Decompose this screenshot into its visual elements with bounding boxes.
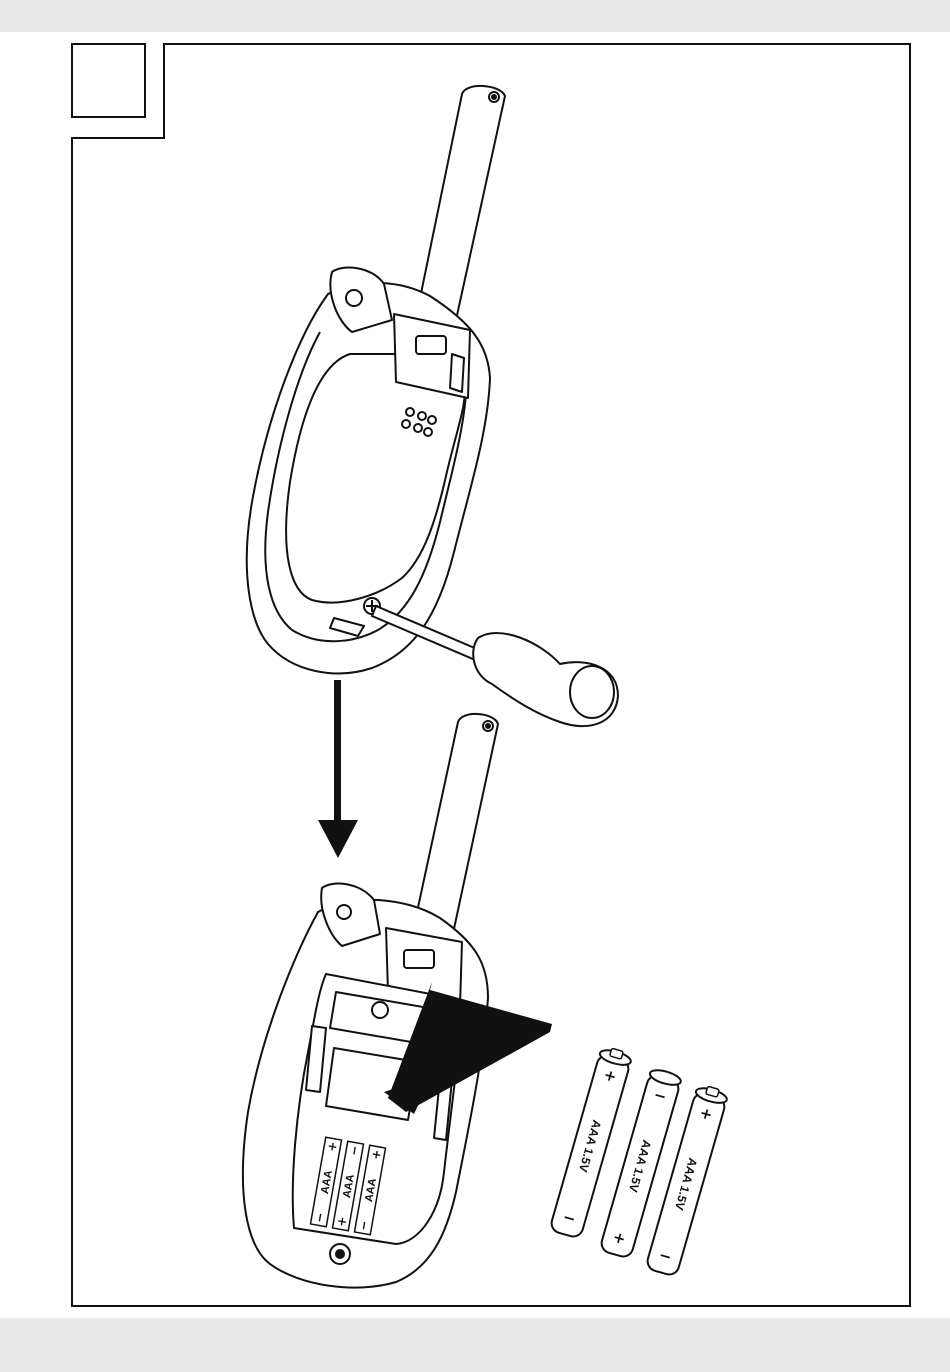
loose-batteries: + − AAA 1.5V − + AAA 1.5V + − AAA 1.5V (549, 1045, 729, 1276)
down-arrow-icon (318, 680, 358, 858)
manual-page: AAA + − AAA + − AAA + − + − AAA 1 (0, 32, 950, 1318)
screwdriver (372, 606, 618, 726)
walkie-talkie-closed (247, 86, 505, 673)
battery-installation-figure: AAA + − AAA + − AAA + − + − AAA 1 (0, 32, 950, 1318)
